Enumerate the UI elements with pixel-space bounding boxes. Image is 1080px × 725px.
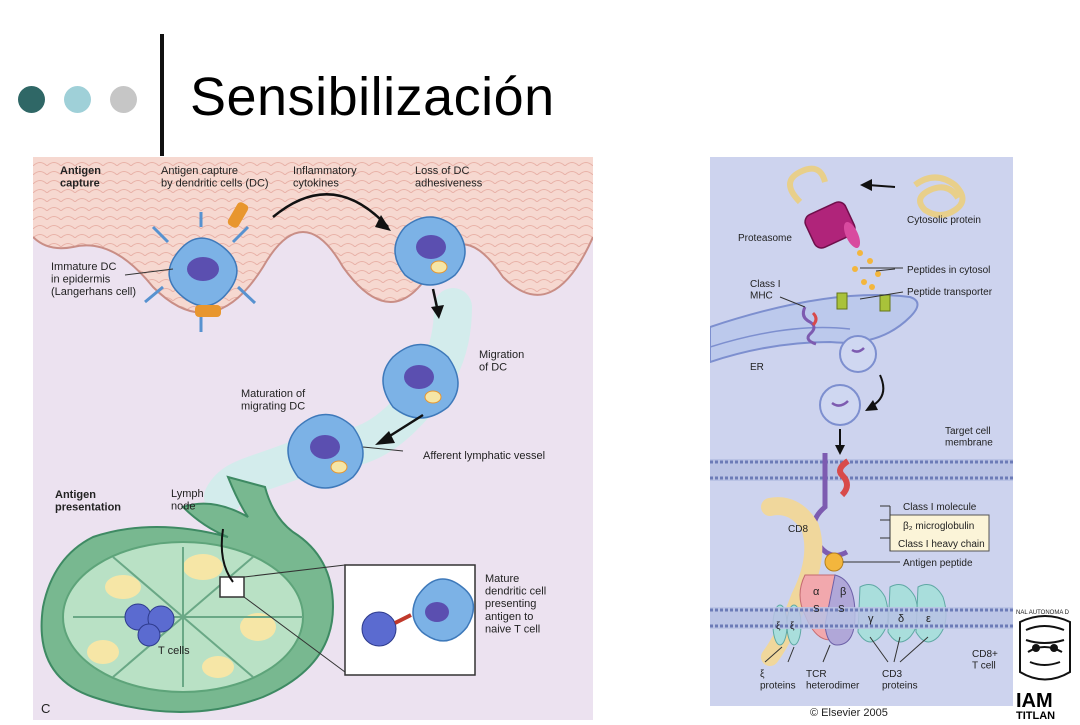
lymph-node bbox=[40, 475, 346, 713]
dot-light bbox=[64, 86, 91, 113]
inset-box bbox=[344, 564, 476, 676]
dot-gray bbox=[110, 86, 137, 113]
label-antigen-peptide: Antigen peptide bbox=[903, 558, 973, 569]
label-heavy-chain: Class I heavy chain bbox=[898, 539, 985, 550]
label-panel-letter: C bbox=[41, 701, 50, 716]
mhc-class-i-figure: Antigen processing and presentation Anti… bbox=[710, 157, 1013, 706]
label-proteasome: Proteasome bbox=[738, 233, 792, 244]
label-beta: β bbox=[840, 586, 846, 598]
transporter-a bbox=[836, 292, 848, 310]
label-er: ER bbox=[750, 362, 764, 373]
label-s1: S bbox=[813, 604, 820, 615]
label-cd8: CD8 bbox=[788, 524, 808, 535]
university-logo: NAL AUTONOMA D IAM TITLAN bbox=[1012, 604, 1078, 722]
immature-dc bbox=[144, 202, 257, 332]
label-b2: β₂ microglobulin bbox=[903, 521, 974, 532]
label-delta: δ bbox=[898, 613, 904, 625]
label-class-i-molecule: Class I molecule bbox=[903, 502, 977, 513]
title-divider bbox=[160, 34, 164, 156]
logo-subtext: TITLAN bbox=[1016, 710, 1055, 720]
slide-title: Sensibilización bbox=[190, 67, 555, 127]
dc-losing-adhesion bbox=[394, 216, 466, 286]
dc-migrating bbox=[382, 343, 459, 419]
zoom-box bbox=[219, 576, 245, 598]
label-s2: S bbox=[838, 604, 845, 615]
label-afferent: Afferent lymphatic vessel bbox=[423, 450, 545, 462]
label-alpha: α bbox=[813, 586, 820, 598]
title-dots bbox=[18, 86, 137, 113]
label-cytosolic: Cytosolic protein bbox=[907, 215, 981, 226]
label-peptides-cytosol: Peptides in cytosol bbox=[907, 265, 990, 276]
transporter-b bbox=[879, 294, 891, 312]
target-membrane bbox=[710, 459, 1013, 481]
dc-maturing bbox=[287, 413, 364, 489]
proteasome bbox=[804, 201, 861, 249]
label-gamma: γ bbox=[868, 613, 874, 625]
label-t-cells: T cells bbox=[158, 645, 190, 657]
logo-text: IAM bbox=[1016, 690, 1053, 712]
dot-dark bbox=[18, 86, 45, 113]
label-peptide-transporter: Peptide transporter bbox=[907, 287, 993, 298]
label-epsilon: ε bbox=[926, 613, 931, 625]
cytosolic-protein bbox=[913, 174, 966, 218]
label-xi2: ξ bbox=[790, 621, 795, 632]
logo-arc-text: NAL AUTONOMA D bbox=[1016, 610, 1070, 616]
label-xi1: ξ bbox=[776, 621, 781, 632]
label-cd8-t: CD8+T cell bbox=[972, 649, 998, 672]
copyright: © Elsevier 2005 bbox=[810, 707, 888, 719]
mhc-class-i-svg: Antigen processing and presentation Anti… bbox=[710, 165, 1013, 692]
antigen-peptide-ball bbox=[824, 552, 844, 572]
t-cell-membrane bbox=[710, 607, 1013, 629]
